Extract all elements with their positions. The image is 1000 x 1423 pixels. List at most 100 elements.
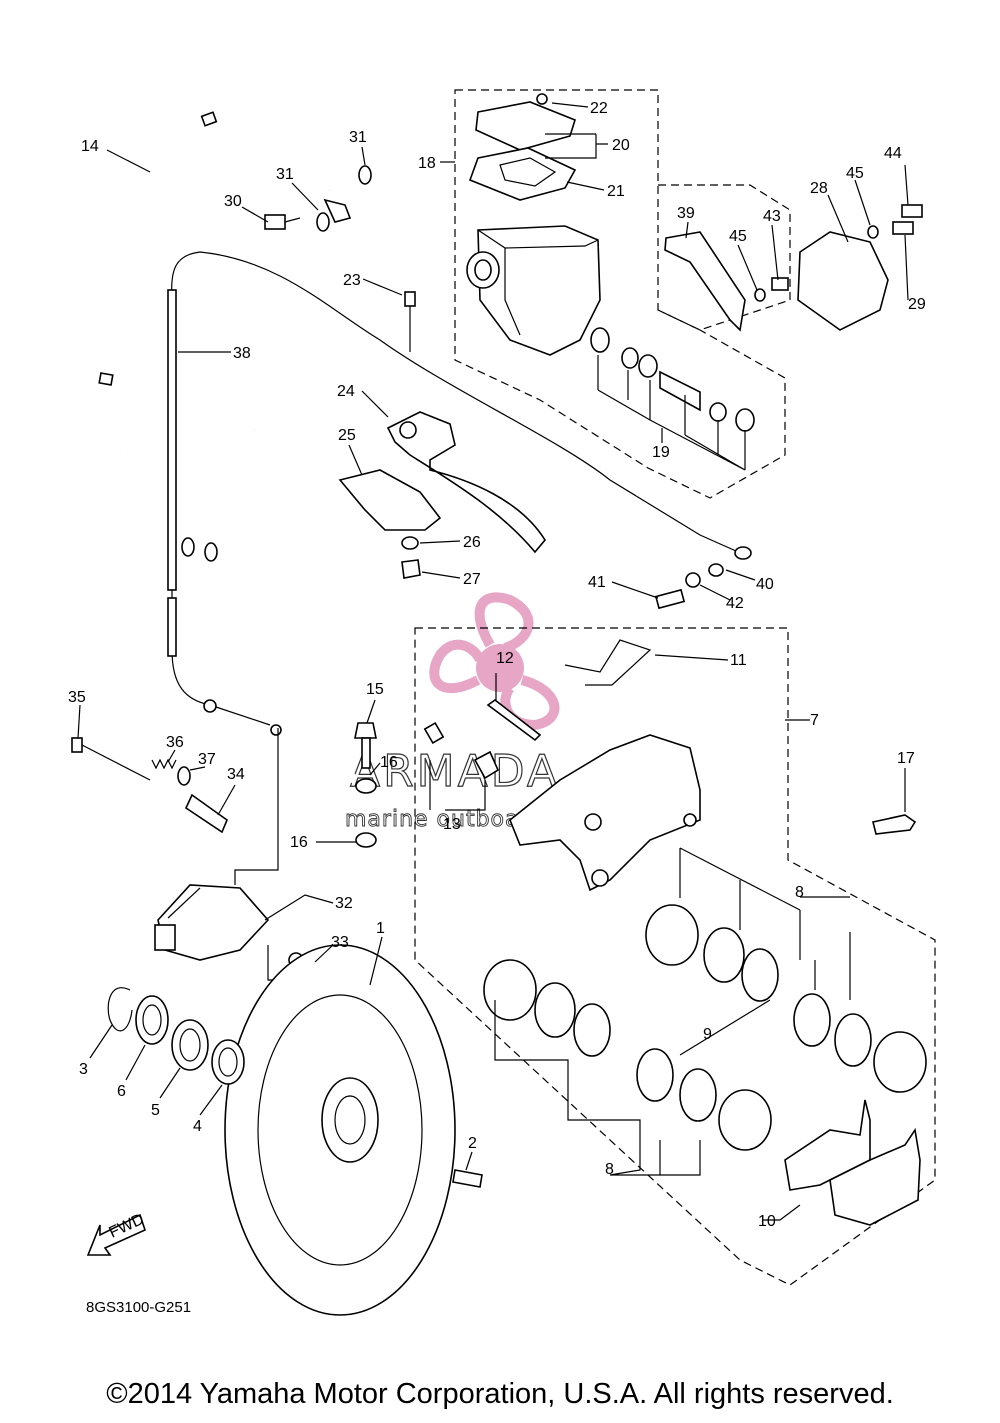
callout-leaders	[77, 102, 909, 1221]
callout-1: 1	[376, 920, 385, 937]
brake-hose	[98, 85, 358, 784]
washer-16a	[355, 778, 377, 794]
washer-42	[685, 572, 701, 588]
collar-34	[184, 793, 228, 834]
caliper-pistons-lower	[483, 959, 772, 1151]
callout-23: 23	[343, 272, 361, 289]
callout-43: 43	[763, 208, 781, 225]
bleed-screw	[423, 721, 445, 745]
caliper-bolt-17	[872, 814, 917, 835]
brake-caliper	[509, 734, 701, 892]
callout-35: 35	[68, 689, 86, 706]
bolt-44	[901, 204, 923, 218]
callout-39: 39	[677, 205, 695, 222]
callout-27: 27	[463, 571, 481, 588]
callout-5: 5	[151, 1102, 160, 1119]
washer-31a	[316, 212, 330, 232]
brake-pedal	[664, 231, 746, 332]
callout-30: 30	[224, 193, 242, 210]
callout-45b: 45	[729, 228, 747, 245]
nut-26	[401, 536, 419, 550]
lever-holder	[338, 469, 442, 531]
pedal-bracket-group-outline	[657, 184, 791, 331]
callout-31a: 31	[276, 166, 294, 183]
armada-watermark: ARMADA marine outboards	[345, 592, 560, 832]
callout-2: 2	[468, 1135, 477, 1152]
callout-25: 25	[338, 427, 356, 444]
pedal-bracket	[797, 231, 889, 331]
washer-45b	[754, 288, 766, 302]
washer-37	[177, 766, 191, 786]
disc-key	[452, 1169, 483, 1188]
callout-42: 42	[726, 595, 744, 612]
callout-18: 18	[418, 155, 436, 172]
callout-22: 22	[590, 100, 608, 117]
brake-lever	[386, 411, 546, 554]
callout-32: 32	[335, 895, 353, 912]
bearing-4	[211, 1039, 245, 1085]
piston-kit	[590, 327, 755, 432]
watermark-propeller-logo	[429, 592, 560, 731]
bolt-29	[892, 221, 914, 235]
brake-pads	[784, 1099, 921, 1226]
callout-7: 7	[810, 712, 819, 729]
callout-15: 15	[366, 681, 384, 698]
brake-disc	[224, 944, 456, 1316]
oil-seal-5	[171, 1019, 209, 1071]
fwd-arrow-icon: FWD	[86, 1211, 147, 1256]
copyright-notice: ©2014 Yamaha Motor Corporation, U.S.A. A…	[106, 1378, 894, 1410]
callout-34: 34	[227, 766, 245, 783]
nut-27	[401, 559, 421, 579]
callout-44: 44	[884, 145, 902, 162]
callout-9: 9	[703, 1026, 712, 1043]
callout-13: 13	[443, 816, 461, 833]
collar-43	[771, 277, 789, 291]
bolt-23	[404, 291, 416, 352]
parking-brake-cable	[167, 251, 752, 736]
master-cylinder-group-outline	[454, 89, 786, 499]
callout-12: 12	[496, 650, 514, 667]
piston-leader-lines	[494, 847, 851, 1176]
callout-28: 28	[810, 180, 828, 197]
callout-20: 20	[612, 137, 630, 154]
callout-17: 17	[897, 750, 915, 767]
callout-40: 40	[756, 576, 774, 593]
callout-38: 38	[233, 345, 251, 362]
spring-36	[151, 758, 177, 770]
callout-45a: 45	[846, 165, 864, 182]
circlip	[107, 987, 133, 1032]
callout-29: 29	[908, 296, 926, 313]
bolt-41	[654, 588, 686, 610]
callout-26: 26	[463, 534, 481, 551]
callout-4: 4	[193, 1118, 202, 1135]
callout-33: 33	[331, 934, 349, 951]
callout-labels: 1 2 3 4 5 6 7 8 8 9 10 11 12 13 14 15 16…	[68, 100, 926, 1230]
callout-16a: 16	[380, 754, 398, 771]
washer-45a	[867, 225, 879, 239]
caliper-pistons-upper	[645, 904, 927, 1093]
master-cylinder	[466, 225, 601, 356]
oil-seal-6	[135, 995, 169, 1045]
callout-37: 37	[198, 751, 216, 768]
banjo-bolt-15	[354, 722, 377, 769]
bolt-35	[71, 737, 83, 753]
callout-11: 11	[730, 652, 747, 669]
piston-kit-bracket	[597, 355, 746, 471]
callout-36: 36	[166, 734, 184, 751]
callout-31b: 31	[349, 129, 367, 146]
reservoir-cap	[468, 93, 577, 201]
callout-8-lower: 8	[605, 1161, 614, 1178]
callout-16b: 16	[290, 834, 308, 851]
callout-8-upper: 8	[795, 884, 804, 901]
washer-31b	[358, 165, 372, 185]
diagram-code: 8GS3100-G251	[86, 1299, 191, 1316]
bleed-cap	[473, 750, 500, 780]
pad-spring	[564, 639, 652, 686]
callout-21: 21	[607, 183, 625, 200]
callout-24: 24	[337, 383, 355, 400]
rear-caliper-assembly	[154, 884, 270, 961]
watermark-title: ARMADA	[350, 746, 560, 797]
collar-40	[708, 563, 724, 577]
callout-10: 10	[758, 1213, 776, 1230]
